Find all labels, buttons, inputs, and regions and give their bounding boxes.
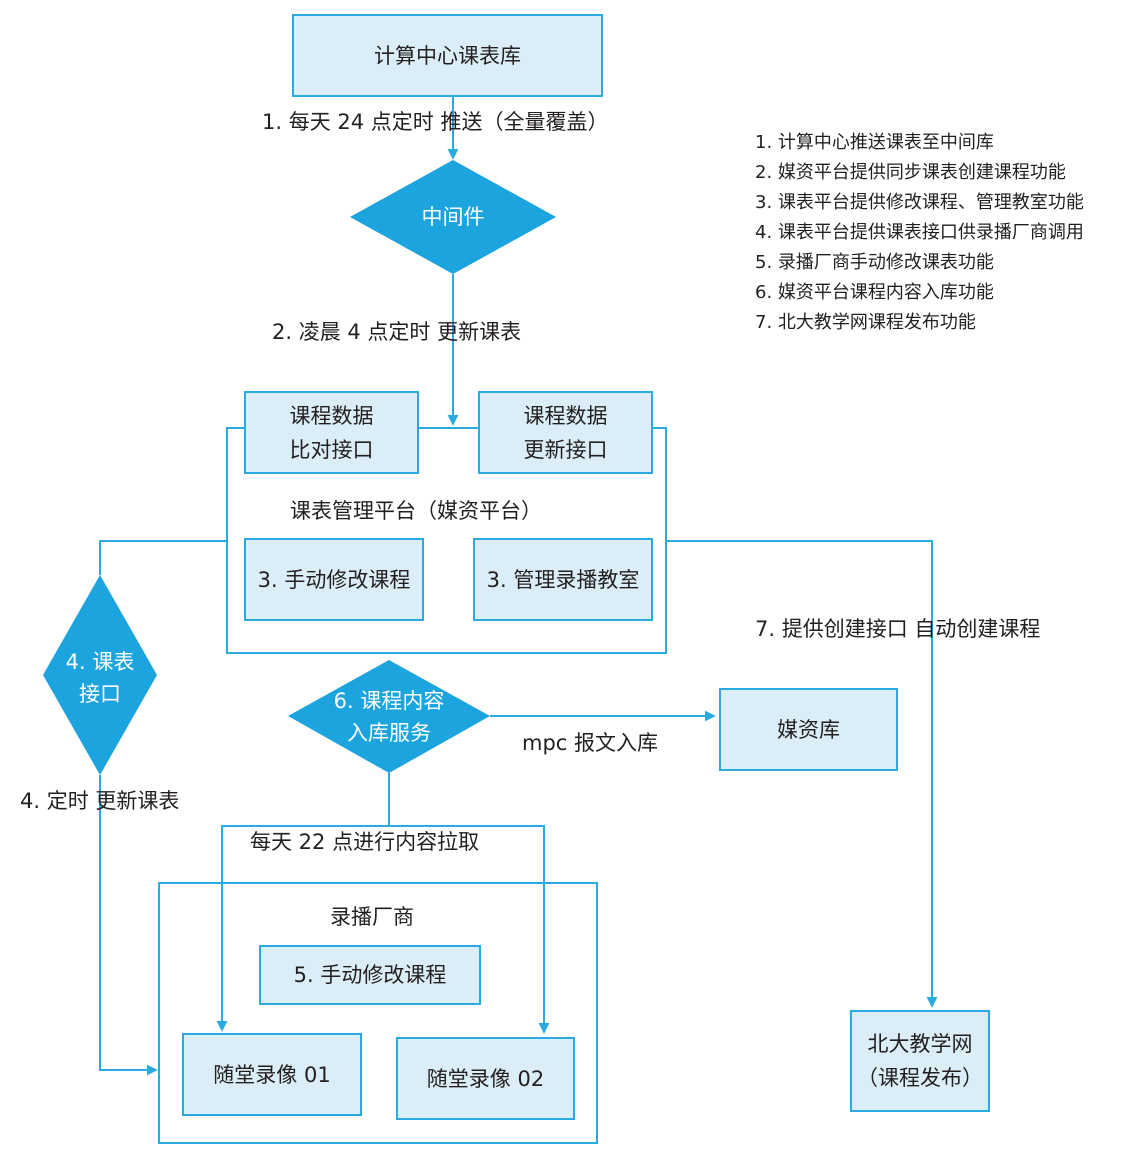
- update-dawn-label: 2. 凌晨 4 点定时 更新课表: [272, 320, 522, 344]
- media-library-node: 媒资库: [719, 688, 898, 771]
- manage-classroom-node: 3. 管理录播教室: [473, 538, 653, 621]
- content-service-label: 6. 课程内容 入库服务: [333, 689, 445, 745]
- legend-item: 5. 录播厂商手动修改课表功能: [755, 252, 994, 273]
- edge-pull-bracket: [221, 825, 545, 1032]
- compare-api-node: 课程数据 比对接口: [244, 391, 419, 474]
- compute-center-node: 计算中心课表库: [292, 14, 603, 97]
- edge-platform-to-api: [99, 540, 226, 575]
- update-api-node: 课程数据 更新接口: [478, 391, 653, 474]
- pull-content-label: 每天 22 点进行内容拉取: [250, 828, 480, 856]
- platform-title: 课表管理平台（媒资平台）: [290, 499, 542, 523]
- legend-item: 2. 媒资平台提供同步课表创建课程功能: [755, 162, 1066, 183]
- legend-item: 6. 媒资平台课程内容入库功能: [755, 282, 994, 303]
- edge-api-to-vendor: [99, 775, 158, 1076]
- schedule-api-diamond: [43, 575, 157, 775]
- legend-item: 4. 课表平台提供课表接口供录播厂商调用: [755, 222, 1084, 243]
- legend-item: 1. 计算中心推送课表至中间库: [755, 132, 994, 153]
- create-api-label: 7. 提供创建接口 自动创建课程: [755, 617, 1041, 641]
- content-service-diamond: [288, 660, 490, 773]
- legend-list: 1. 计算中心推送课表至中间库 2. 媒资平台提供同步课表创建课程功能 3. 课…: [755, 128, 1084, 338]
- timed-update-label: 4. 定时 更新课表: [20, 789, 180, 813]
- recorder-01-node: 随堂录像 01: [182, 1033, 362, 1116]
- platform-frame: [226, 427, 667, 654]
- vendor-manual-edit-node: 5. 手动修改课程: [259, 945, 481, 1005]
- recorder-02-node: 随堂录像 02: [396, 1037, 575, 1120]
- middleware-diamond: [350, 160, 556, 274]
- pku-teaching-net-node: 北大教学网 （课程发布）: [850, 1010, 990, 1112]
- push-daily-label: 1. 每天 24 点定时 推送（全量覆盖）: [262, 110, 609, 134]
- manual-edit-platform-node: 3. 手动修改课程: [244, 538, 424, 621]
- legend-item: 3. 课表平台提供修改课程、管理教室功能: [755, 192, 1084, 213]
- mpc-ingest-label: mpc 报文入库: [522, 731, 659, 755]
- legend-item: 7. 北大教学网课程发布功能: [755, 312, 976, 333]
- vendor-frame: [158, 882, 598, 1144]
- schedule-api-label: 4. 课表 接口: [65, 650, 135, 706]
- vendor-title: 录播厂商: [330, 905, 414, 929]
- middleware-label: 中间件: [421, 205, 485, 229]
- edge-create-course: [666, 540, 938, 1008]
